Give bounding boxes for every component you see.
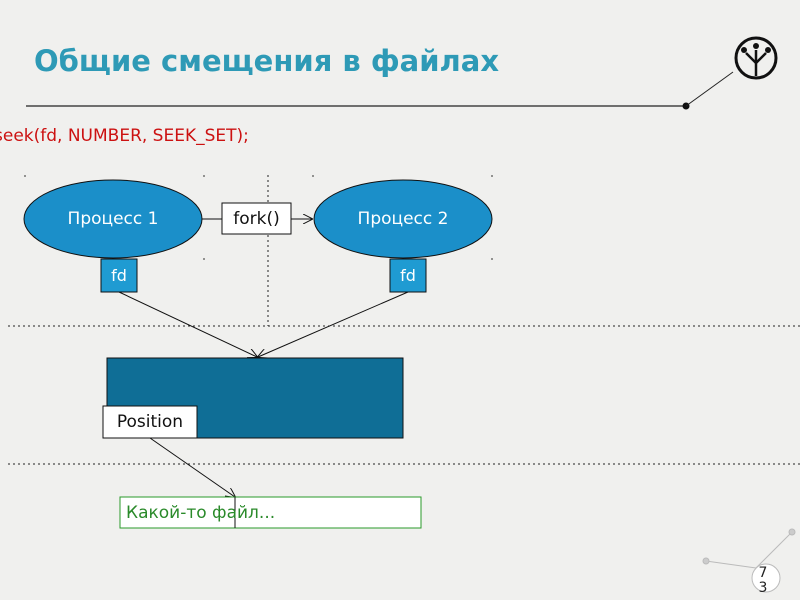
file-box xyxy=(119,496,422,529)
fork-box xyxy=(221,202,292,235)
fd-box-1 xyxy=(100,258,138,293)
fd-box-2 xyxy=(389,258,427,293)
position-label: Position xyxy=(116,412,184,432)
page-number-top: 7 xyxy=(758,565,768,581)
page-number: 7 3 xyxy=(754,566,772,596)
process-1-label: Процесс 1 xyxy=(67,209,159,229)
page-number-bottom: 3 xyxy=(758,580,768,596)
slide-title: Общие смещения в файлах xyxy=(34,44,500,78)
fd2-to-table-arrow xyxy=(258,291,409,357)
corner-ticks xyxy=(24,175,493,260)
page-number-decoration xyxy=(702,528,796,569)
file-label: Какой-то файл... xyxy=(126,502,276,523)
process-2-label: Процесс 2 xyxy=(357,209,449,229)
code-line: seek(fd, NUMBER, SEEK_SET); xyxy=(0,126,249,146)
branch-circle-icon xyxy=(734,36,778,80)
fork-label: fork() xyxy=(233,208,280,229)
fd1-to-table-arrow xyxy=(118,291,257,357)
logo-connector xyxy=(685,71,734,107)
position-to-file-arrow xyxy=(149,437,235,497)
fd-label-1: fd xyxy=(111,266,127,285)
page-number-circle xyxy=(751,563,781,593)
fd-label-2: fd xyxy=(400,266,416,285)
position-box xyxy=(102,405,198,439)
process-2-ellipse xyxy=(313,179,493,259)
